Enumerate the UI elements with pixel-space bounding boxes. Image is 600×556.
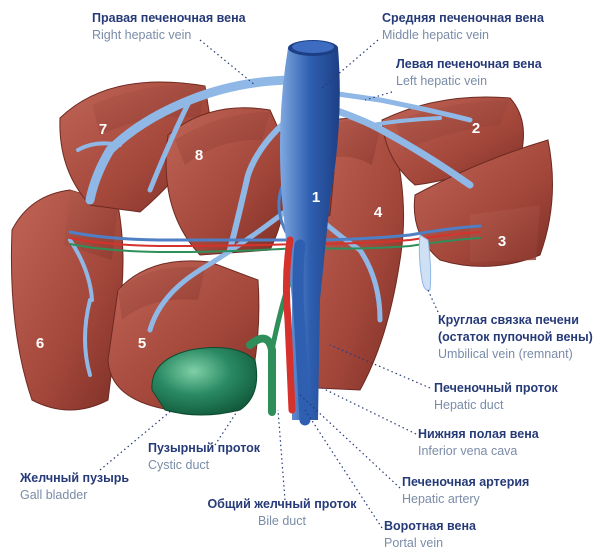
label-gall-bladder-en: Gall bladder — [20, 488, 88, 502]
label-umbilical-vein-ru-1: Круглая связка печени — [438, 313, 579, 327]
label-right-hepatic-vein-en: Right hepatic vein — [92, 28, 192, 42]
label-middle-hepatic-vein-en: Middle hepatic vein — [382, 28, 490, 42]
segment-numbers: 1 2 3 4 5 6 7 8 — [36, 120, 506, 352]
label-umbilical-vein-ru-2: (остаток пупочной вены) — [438, 330, 593, 344]
segment-number-6: 6 — [36, 335, 44, 352]
segment-number-4: 4 — [374, 204, 383, 221]
label-gall-bladder: Желчный пузырь Gall bladder — [20, 470, 129, 504]
label-hepatic-artery: Печеночная артерия Hepatic artery — [402, 474, 529, 508]
label-right-hepatic-vein: Правая печеночная вена Right hepatic vei… — [92, 10, 246, 44]
label-hepatic-duct: Печеночный проток Hepatic duct — [434, 380, 558, 414]
segment-number-5: 5 — [138, 335, 146, 352]
segment-number-2: 2 — [472, 120, 480, 137]
segment-number-1: 1 — [312, 189, 320, 206]
label-ivc: Нижняя полая вена Inferior vena cava — [418, 426, 539, 460]
label-ivc-en: Inferior vena cava — [418, 444, 518, 458]
label-cystic-duct-ru: Пузырный проток — [148, 441, 261, 455]
label-cystic-duct-en: Cystic duct — [148, 458, 210, 472]
gall-bladder-shape — [151, 347, 258, 416]
label-portal-vein-ru: Воротная вена — [384, 519, 476, 533]
label-bile-duct-ru: Общий желчный проток — [207, 497, 357, 511]
portal-and-artery — [282, 236, 311, 426]
label-cystic-duct: Пузырный проток Cystic duct — [148, 440, 260, 474]
segment-number-8: 8 — [195, 147, 203, 164]
segment-number-3: 3 — [498, 233, 506, 250]
label-right-hepatic-vein-ru: Правая печеночная вена — [92, 11, 246, 25]
leader-lines — [99, 39, 439, 529]
label-gall-bladder-ru: Желчный пузырь — [20, 471, 130, 485]
label-hepatic-artery-ru: Печеночная артерия — [402, 475, 530, 489]
label-middle-hepatic-vein-ru: Средняя печеночная вена — [382, 11, 544, 25]
label-umbilical-vein: Круглая связка печени (остаток пупочной … — [438, 312, 593, 363]
label-bile-duct: Общий желчный проток Bile duct — [192, 496, 372, 530]
label-bile-duct-en: Bile duct — [258, 514, 306, 528]
label-left-hepatic-vein: Левая печеночная вена Left hepatic vein — [396, 56, 542, 90]
label-left-hepatic-vein-ru: Левая печеночная вена — [396, 57, 542, 71]
label-middle-hepatic-vein: Средняя печеночная вена Middle hepatic v… — [382, 10, 544, 44]
label-left-hepatic-vein-en: Left hepatic vein — [396, 74, 488, 88]
label-hepatic-duct-en: Hepatic duct — [434, 398, 504, 412]
label-hepatic-artery-en: Hepatic artery — [402, 492, 480, 506]
umbilical-ligament — [418, 234, 432, 291]
label-ivc-ru: Нижняя полая вена — [418, 427, 539, 441]
label-portal-vein-en: Portal vein — [384, 536, 444, 550]
label-portal-vein: Воротная вена Portal vein — [384, 518, 476, 552]
segment-number-7: 7 — [99, 121, 107, 138]
label-umbilical-vein-en: Umbilical vein (remnant) — [438, 347, 573, 361]
label-hepatic-duct-ru: Печеночный проток — [434, 381, 558, 395]
